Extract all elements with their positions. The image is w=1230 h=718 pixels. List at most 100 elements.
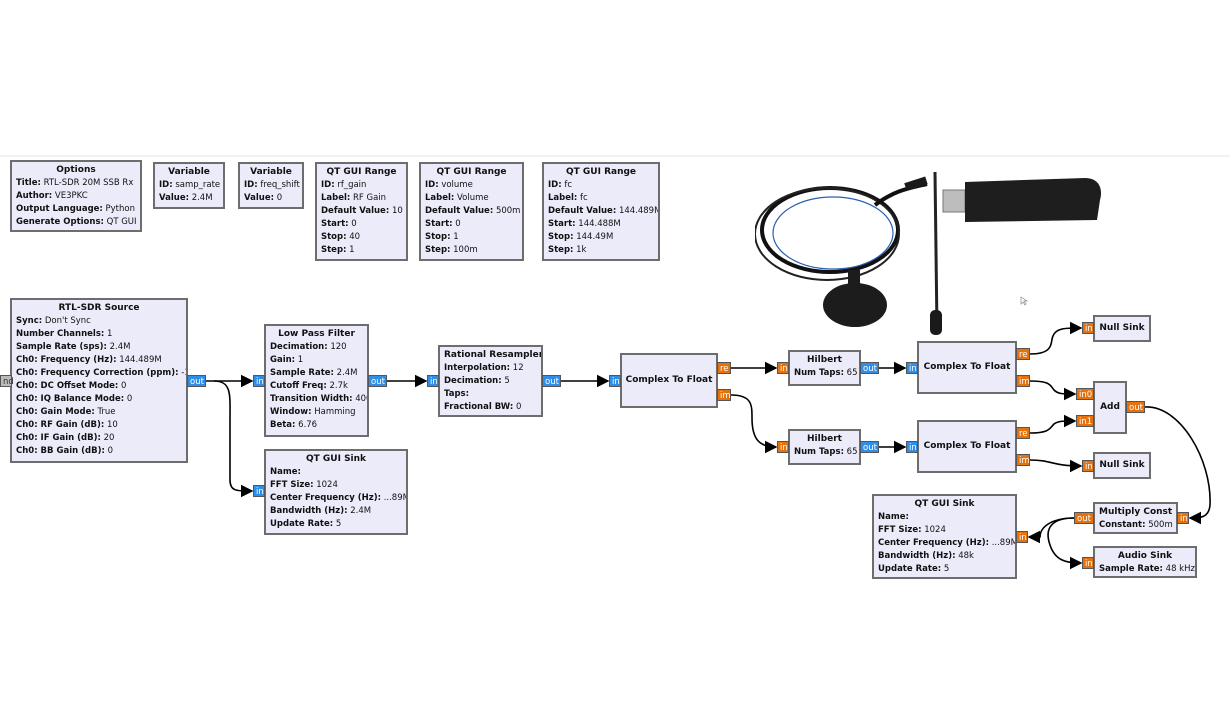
param-value: 5 xyxy=(504,376,510,386)
block-param-row: Ch0: RF Gain (dB): 10 xyxy=(16,419,182,432)
wire-ctf2re-to-nullsink1 xyxy=(1029,321,1083,355)
param-label: Window: xyxy=(270,407,312,417)
ctf2-im-port[interactable]: im xyxy=(1016,375,1030,387)
param-value: 0 xyxy=(276,193,283,203)
block-title: Complex To Float xyxy=(625,375,713,385)
param-value: 0 xyxy=(126,394,133,404)
block-param-row: Stop: 144.49M xyxy=(548,231,654,244)
param-label: Taps: xyxy=(444,389,469,399)
wire-ctf2im-to-add-in0 xyxy=(1029,380,1077,401)
block-param-row: Fractional BW: 0 xyxy=(444,401,537,414)
block-title: Options xyxy=(56,165,96,175)
param-label: Bandwidth (Hz): xyxy=(878,551,956,561)
param-label: Cutoff Freq: xyxy=(270,381,327,391)
param-value: 2.7k xyxy=(329,381,348,391)
ctf1-re-port[interactable]: re xyxy=(717,362,731,374)
block-param-row: Sync: Don't Sync xyxy=(16,315,182,328)
add-out-port[interactable]: out xyxy=(1126,401,1145,413)
param-value: 0 xyxy=(121,381,127,391)
wire-multiply-to-qtsink2 xyxy=(1027,517,1075,544)
param-value: rf_gain xyxy=(337,180,367,190)
wire-rtl-to-qtsink1 xyxy=(213,380,254,498)
lpf-out-port[interactable]: out xyxy=(368,375,387,387)
param-value: fc xyxy=(564,180,572,190)
param-value: 120 xyxy=(330,342,347,352)
param-label: Bandwidth (Hz): xyxy=(270,506,348,516)
ctf2-re-port[interactable]: re xyxy=(1016,348,1030,360)
block-param-row: Stop: 40 xyxy=(321,231,402,244)
wire-ctf1im-to-hilbert2 xyxy=(730,394,778,454)
block-param-row: Sample Rate (sps): 2.4M xyxy=(16,341,182,354)
block-title: QT GUI Range xyxy=(326,167,397,177)
ctf1-im-port[interactable]: im xyxy=(717,389,731,401)
block-title: Null Sink xyxy=(1099,323,1145,333)
complex-to-float-1-block[interactable]: Complex To Float xyxy=(620,353,718,408)
param-value: fc xyxy=(580,193,588,203)
wire-multiply-to-audiosink xyxy=(1047,517,1083,570)
rtl-sdr-photo xyxy=(755,171,1102,335)
block-param-row: Update Rate: 5 xyxy=(878,563,1011,576)
block-title: Hilbert xyxy=(807,355,842,365)
block-title: Low Pass Filter xyxy=(278,329,355,339)
param-label: Beta: xyxy=(270,420,296,430)
null-sink-2-in-port[interactable]: in xyxy=(1082,460,1094,472)
param-label: Transition Width: xyxy=(270,394,353,404)
block-param-row: Generate Options: QT GUI xyxy=(16,216,137,229)
param-value: 10 xyxy=(391,206,403,216)
null-sink-1-block[interactable]: Null Sink xyxy=(1093,315,1151,342)
block-param-row: Title: RTL-SDR 20M SSB Rx xyxy=(16,177,136,190)
null-sink-2-block[interactable]: Null Sink xyxy=(1093,452,1151,479)
add-in1-port[interactable]: in1 xyxy=(1076,415,1094,427)
param-label: Value: xyxy=(244,193,274,203)
param-value: 48k xyxy=(958,551,974,561)
param-label: Ch0: RF Gain (dB): xyxy=(16,420,105,430)
param-value: 144.489M xyxy=(618,206,660,216)
complex-to-float-2-block[interactable]: Complex To Float xyxy=(917,341,1017,394)
param-label: Constant: xyxy=(1099,520,1146,530)
multiply-const-out-port[interactable]: out xyxy=(1074,512,1094,524)
block-param-row: Ch0: IQ Balance Mode: 0 xyxy=(16,393,182,406)
canvas-top-divider xyxy=(0,155,1230,157)
complex-to-float-3-block[interactable]: Complex To Float xyxy=(917,420,1017,473)
block-param-row: ID: freq_shift xyxy=(244,179,300,192)
block-param-row: Center Frequency (Hz): ...89M xyxy=(878,537,1015,550)
resampler-out-port[interactable]: out xyxy=(542,375,561,387)
block-param-row: FFT Size: 1024 xyxy=(878,524,1011,537)
block-param-row: Interpolation: 12 xyxy=(444,362,537,375)
block-param-row: Label: fc xyxy=(548,192,654,205)
hilbert-1-out-port[interactable]: out xyxy=(860,362,879,374)
ctf3-re-port[interactable]: re xyxy=(1016,427,1030,439)
param-value: 6.76 xyxy=(298,420,318,430)
param-label: Stop: xyxy=(321,232,347,242)
block-param-row: Name: xyxy=(878,511,1011,524)
param-value: 5 xyxy=(943,564,950,574)
param-value: 65 xyxy=(846,368,858,378)
param-value: 2.4M xyxy=(336,368,358,378)
param-label: Ch0: Frequency Correction (ppm): xyxy=(16,368,179,378)
hilbert-2-out-port[interactable]: out xyxy=(860,441,879,453)
param-label: Label: xyxy=(321,193,351,203)
param-value: 400 xyxy=(355,394,367,404)
param-value: Volume xyxy=(457,193,489,203)
ctf3-im-port[interactable]: im xyxy=(1016,454,1030,466)
rtl-source-input-port[interactable]: nd xyxy=(0,375,14,387)
param-label: ID: xyxy=(321,180,335,190)
param-label: Value: xyxy=(159,193,189,203)
block-param-row: Center Frequency (Hz): ...89M xyxy=(270,492,406,505)
rtl-source-out-port[interactable]: out xyxy=(187,375,206,387)
block-param-row: Sample Rate: 48 kHz xyxy=(1099,563,1195,576)
